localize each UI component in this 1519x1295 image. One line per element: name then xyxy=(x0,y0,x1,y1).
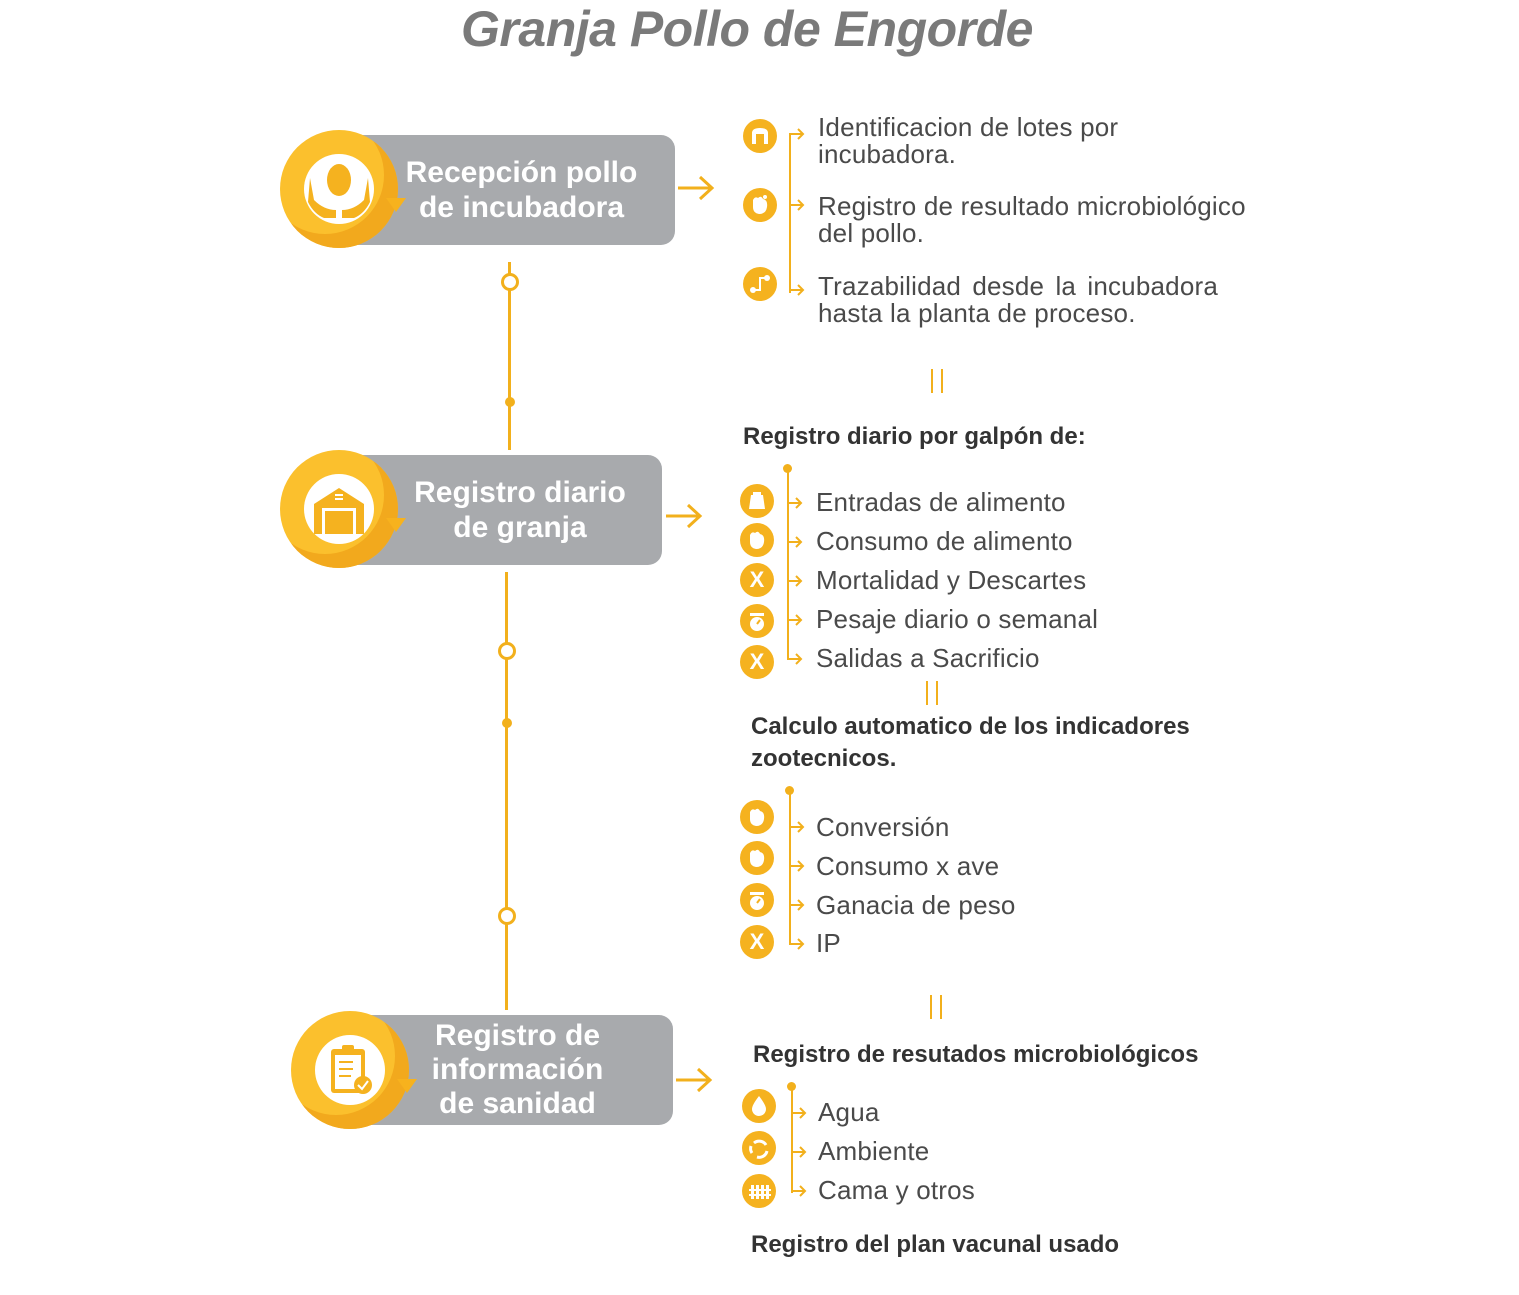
stage-sanidad-box: Registro de información de sanidad xyxy=(352,1015,673,1125)
bracket-dot xyxy=(783,464,792,473)
stage-registro-label: Registro diario de granja xyxy=(414,476,626,544)
recepcion-item-2: Registro de resultado microbiológico del… xyxy=(818,191,1246,248)
arrow-small-icon xyxy=(787,497,803,509)
registro-heading: Registro diario por galpón de: xyxy=(743,423,1086,450)
timeline-line-2 xyxy=(505,572,508,1010)
registro-item-2: Consumo de alimento xyxy=(816,526,1073,556)
timeline-node xyxy=(498,642,516,660)
arrow-small-icon xyxy=(791,1146,807,1158)
micro-heading: Registro de resutados microbiológicos xyxy=(753,1041,1199,1068)
timeline-dot xyxy=(505,397,515,407)
timeline-line-1 xyxy=(508,262,511,450)
arrow-small-icon xyxy=(791,1107,807,1119)
indicadores-item-3: Ganacia de peso xyxy=(816,890,1016,920)
bracket-line xyxy=(787,469,789,659)
stage-recepcion-badge xyxy=(280,130,406,248)
arrow-small-icon xyxy=(787,575,803,587)
arrow-small-icon xyxy=(789,821,805,833)
x-icon: X xyxy=(740,925,774,959)
scale-icon xyxy=(740,604,774,638)
micro-item-1: Agua xyxy=(818,1097,880,1127)
recycle-icon xyxy=(742,1131,776,1165)
indicadores-item-2: Consumo x ave xyxy=(816,851,1000,881)
arrow-small-icon xyxy=(791,1185,807,1197)
registro-item-1: Entradas de alimento xyxy=(816,487,1066,517)
chicken-icon xyxy=(740,800,774,834)
incubator-icon xyxy=(743,119,777,153)
arrow-small-icon xyxy=(787,536,803,548)
timeline-dot xyxy=(502,718,512,728)
arrow-small-icon xyxy=(789,938,805,950)
barn-icon xyxy=(314,488,364,534)
fence-icon xyxy=(742,1174,776,1208)
stage-registro-box: Registro diario de granja xyxy=(340,455,662,565)
registro-item-4: Pesaje diario o semanal xyxy=(816,604,1099,634)
stage-registro-badge xyxy=(280,450,406,568)
micro-item-2: Ambiente xyxy=(818,1136,930,1166)
bracket-line xyxy=(791,1087,793,1193)
stage-recepcion-box: Recepción pollo de incubadora xyxy=(340,135,675,245)
recepcion-item-1: Identificacion de lotes por incubadora. xyxy=(818,112,1119,169)
vacunal-heading: Registro del plan vacunal usado xyxy=(751,1231,1120,1258)
arrow-small-icon xyxy=(787,653,803,665)
timeline-node xyxy=(498,907,516,925)
recepcion-item-3: Trazabilidad desde la incubadora hasta l… xyxy=(818,271,1218,328)
chicken-icon xyxy=(743,188,777,222)
feed-bag-icon xyxy=(740,484,774,518)
arrow-small-icon xyxy=(787,614,803,626)
bracket-line xyxy=(789,791,791,945)
page-title: Granja Pollo de Engorde xyxy=(461,1,1033,57)
micro-item-3: Cama y otros xyxy=(818,1175,976,1205)
x-icon: X xyxy=(740,563,774,597)
water-drop-icon xyxy=(742,1089,776,1123)
indicadores-heading: Calculo automatico de los indicadores zo… xyxy=(751,713,1190,772)
scale-icon xyxy=(740,883,774,917)
indicadores-item-1: Conversión xyxy=(816,812,950,842)
arrow-right-icon xyxy=(678,175,715,201)
arrow-right-icon xyxy=(676,1067,713,1093)
equals-connector xyxy=(930,995,942,1019)
x-icon: X xyxy=(740,645,774,679)
equals-connector xyxy=(926,681,938,705)
bracket-line xyxy=(789,135,791,293)
hands-egg-icon xyxy=(308,164,370,218)
clipboard-check-icon xyxy=(331,1045,372,1094)
chicken-icon xyxy=(740,841,774,875)
arrow-small-icon xyxy=(789,860,805,872)
bracket-dot xyxy=(787,1082,796,1091)
arrow-small-icon xyxy=(789,899,805,911)
stage-sanidad-label: Registro de información de sanidad xyxy=(431,1019,604,1120)
arrow-small-icon xyxy=(789,128,805,140)
stage-sanidad-badge xyxy=(291,1011,417,1129)
timeline-node xyxy=(501,273,519,291)
registro-item-3: Mortalidad y Descartes xyxy=(816,565,1087,595)
arrow-small-icon xyxy=(789,284,805,296)
arrow-small-icon xyxy=(789,199,805,211)
equals-connector xyxy=(931,369,943,393)
bracket-dot xyxy=(785,786,794,795)
arrow-right-icon xyxy=(666,503,703,529)
indicadores-item-4: IP xyxy=(816,928,841,958)
registro-item-5: Salidas a Sacrificio xyxy=(816,643,1040,673)
chicken-icon xyxy=(740,523,774,557)
route-icon xyxy=(743,267,777,301)
stage-recepcion-label: Recepción pollo de incubadora xyxy=(405,156,638,224)
